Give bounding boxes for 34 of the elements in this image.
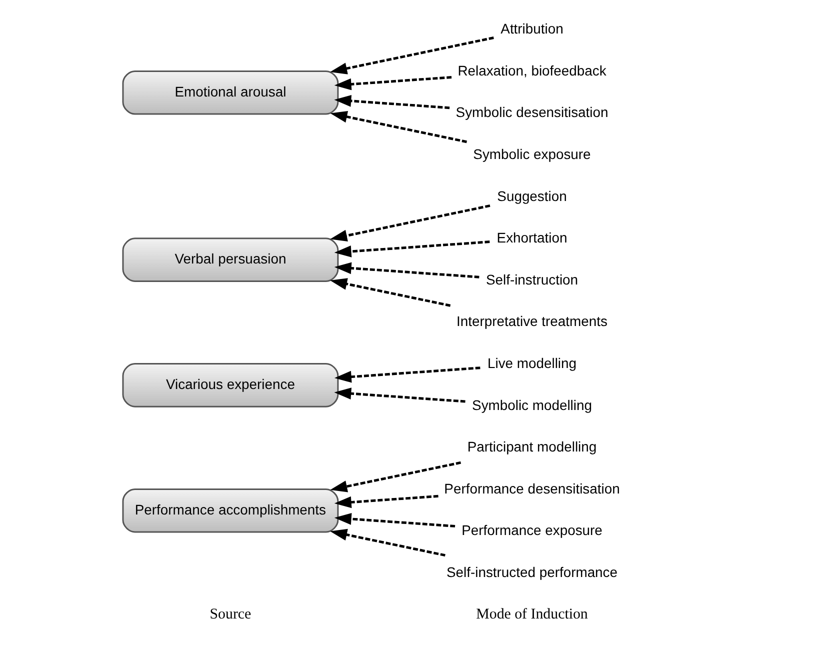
node-text: Symbolic modelling (472, 396, 592, 413)
node-text: Live modelling (488, 354, 577, 371)
node-text: Relaxation, biofeedback (458, 62, 606, 78)
node-text: Performance exposure (462, 522, 602, 538)
node-box: Emotional arousal (122, 70, 339, 115)
node-text: Exhortation (496, 230, 568, 246)
arrow (330, 110, 467, 144)
arrow (334, 388, 466, 403)
arrow (330, 528, 446, 557)
arrow (334, 494, 438, 508)
node-box: Verbal persuasion (122, 238, 339, 282)
node-text: Attribution (500, 20, 564, 37)
node-text: Symbolic exposure (473, 146, 591, 162)
node-box: Performance accomplishments (122, 488, 339, 533)
arrow (330, 36, 494, 74)
arrow (334, 366, 480, 383)
arrow (330, 204, 490, 242)
arrow (330, 461, 462, 492)
node-box: Vicarious experience (122, 363, 339, 408)
node-text: Self-instructed performance (446, 564, 618, 580)
label: Source (210, 606, 252, 623)
node-text: Suggestion (497, 188, 567, 204)
label: Mode of Induction (476, 606, 588, 623)
node-text: Symbolic desensitisation (456, 104, 608, 120)
arrow (330, 278, 451, 307)
arrow (334, 262, 480, 278)
node-text: Interpretative treatments (456, 313, 608, 330)
arrow (334, 95, 450, 110)
node-text: Performance desensitisation (444, 480, 620, 496)
arrow (334, 513, 456, 528)
arrow (334, 76, 452, 90)
arrow (334, 240, 490, 258)
node-text: Self-instruction (486, 271, 578, 288)
node-text: Participant modelling (467, 438, 597, 455)
